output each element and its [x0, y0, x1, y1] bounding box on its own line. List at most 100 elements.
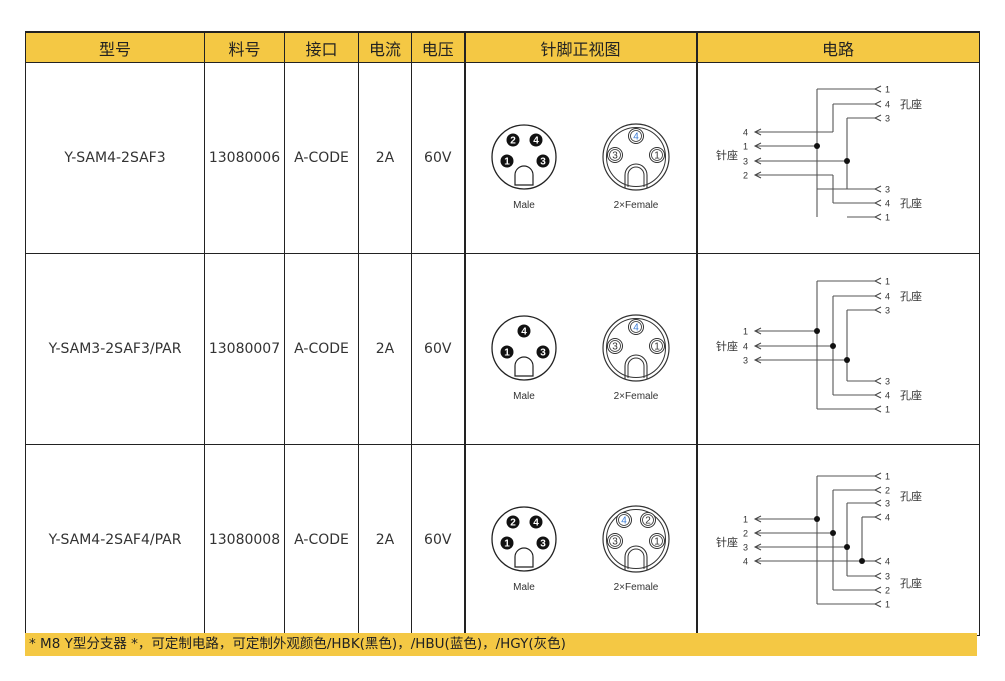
male-pin-label: 1 — [504, 348, 510, 359]
male-label: Male — [513, 200, 535, 211]
left-pin-number: 2 — [742, 529, 747, 539]
junction-dot — [829, 343, 836, 349]
cell-model: Y-SAM4-2SAF3 — [25, 62, 205, 254]
right-pin-number: 3 — [885, 377, 890, 387]
header-part: 料号 — [204, 31, 285, 63]
left-pin-number: 3 — [742, 356, 747, 366]
pin-socket-label: 针座 — [716, 148, 738, 162]
male-pin-label: 3 — [540, 348, 546, 359]
male-pin-label: 1 — [504, 157, 510, 168]
junction-dot — [829, 530, 836, 536]
female-pin-label: 4 — [633, 132, 639, 143]
male-pin-label: 2 — [510, 518, 516, 529]
cell-model: Y-SAM4-2SAF4/PAR — [25, 444, 205, 636]
female-pin-label: 2 — [645, 516, 651, 527]
cell-voltage: 60V — [411, 253, 465, 445]
table-header: 型号 料号 接口 电流 电压 针脚正视图 电路 — [25, 31, 980, 63]
female-label: 2×Female — [613, 200, 658, 211]
female-pin-label: 1 — [654, 151, 660, 162]
junction-dot — [813, 143, 820, 149]
right-pin-number: 4 — [885, 391, 890, 401]
right-pin-number: 4 — [885, 513, 890, 523]
hole-socket-label: 孔座 — [900, 576, 922, 590]
right-pin-number: 1 — [885, 472, 890, 482]
junction-dot — [813, 328, 820, 334]
junction-dot — [843, 158, 850, 164]
male-pin-label: 4 — [533, 518, 539, 529]
female-connector-icon: 4 3 1 — [601, 123, 670, 191]
cell-voltage: 60V — [411, 62, 465, 254]
left-pin-number: 3 — [742, 543, 747, 553]
right-pin-number: 3 — [885, 185, 890, 195]
hole-socket-label: 孔座 — [900, 97, 922, 111]
hole-socket-label: 孔座 — [900, 489, 922, 503]
header-current: 电流 — [358, 31, 412, 63]
pin-socket-label: 针座 — [716, 535, 738, 549]
female-connector-icon: 4 3 1 — [601, 314, 670, 382]
cell-model: Y-SAM3-2SAF3/PAR — [25, 253, 205, 445]
cell-interface: A-CODE — [284, 253, 359, 445]
male-pin-label: 3 — [540, 539, 546, 550]
right-pin-number: 3 — [885, 114, 890, 124]
left-pin-number: 1 — [742, 515, 747, 525]
right-pin-number: 4 — [885, 199, 890, 209]
cell-voltage: 60V — [411, 444, 465, 636]
left-pin-number: 3 — [742, 157, 747, 167]
left-pin-number: 2 — [742, 171, 747, 181]
pin-socket-label: 针座 — [716, 339, 738, 353]
female-pin-label: 4 — [621, 516, 627, 527]
cell-interface: A-CODE — [284, 62, 359, 254]
right-pin-number: 1 — [885, 277, 890, 287]
female-label: 2×Female — [613, 582, 658, 593]
right-pin-number: 4 — [885, 292, 890, 302]
male-pin-label: 4 — [521, 327, 527, 338]
female-pin-label: 3 — [612, 342, 618, 353]
junction-dot — [858, 558, 865, 564]
header-voltage: 电压 — [411, 31, 465, 63]
right-pin-number: 1 — [885, 600, 890, 610]
male-pin-label: 1 — [504, 539, 510, 550]
female-pin-label: 1 — [654, 342, 660, 353]
left-pin-number: 1 — [742, 142, 747, 152]
junction-dot — [813, 516, 820, 522]
male-pin-label: 2 — [510, 136, 516, 147]
female-pin-label: 3 — [612, 151, 618, 162]
right-pin-number: 3 — [885, 572, 890, 582]
male-connector-icon: 41 3 — [490, 315, 557, 381]
male-label: Male — [513, 391, 535, 402]
cell-interface: A-CODE — [284, 444, 359, 636]
cell-current: 2A — [358, 444, 412, 636]
left-pin-number: 4 — [742, 342, 747, 352]
right-pin-number: 4 — [885, 100, 890, 110]
hole-socket-label: 孔座 — [900, 388, 922, 402]
female-pin-label: 4 — [633, 323, 639, 334]
header-pinout: 针脚正视图 — [463, 31, 697, 63]
female-label: 2×Female — [613, 391, 658, 402]
right-pin-number: 1 — [885, 213, 890, 223]
footer-note: * M8 Y型分支器 *，可定制电路，可定制外观颜色/HBK(黑色)，/HBU(… — [25, 633, 977, 656]
male-connector-icon: 2 4 1 3 — [490, 506, 557, 572]
right-pin-number: 3 — [885, 306, 890, 316]
male-pin-label: 4 — [533, 136, 539, 147]
cell-part: 13080007 — [204, 253, 285, 445]
cell-current: 2A — [358, 253, 412, 445]
male-label: Male — [513, 582, 535, 593]
left-pin-number: 4 — [742, 128, 747, 138]
female-pin-label: 3 — [612, 537, 618, 548]
junction-dot — [843, 357, 850, 363]
cell-part: 13080006 — [204, 62, 285, 254]
right-pin-number: 2 — [885, 486, 890, 496]
